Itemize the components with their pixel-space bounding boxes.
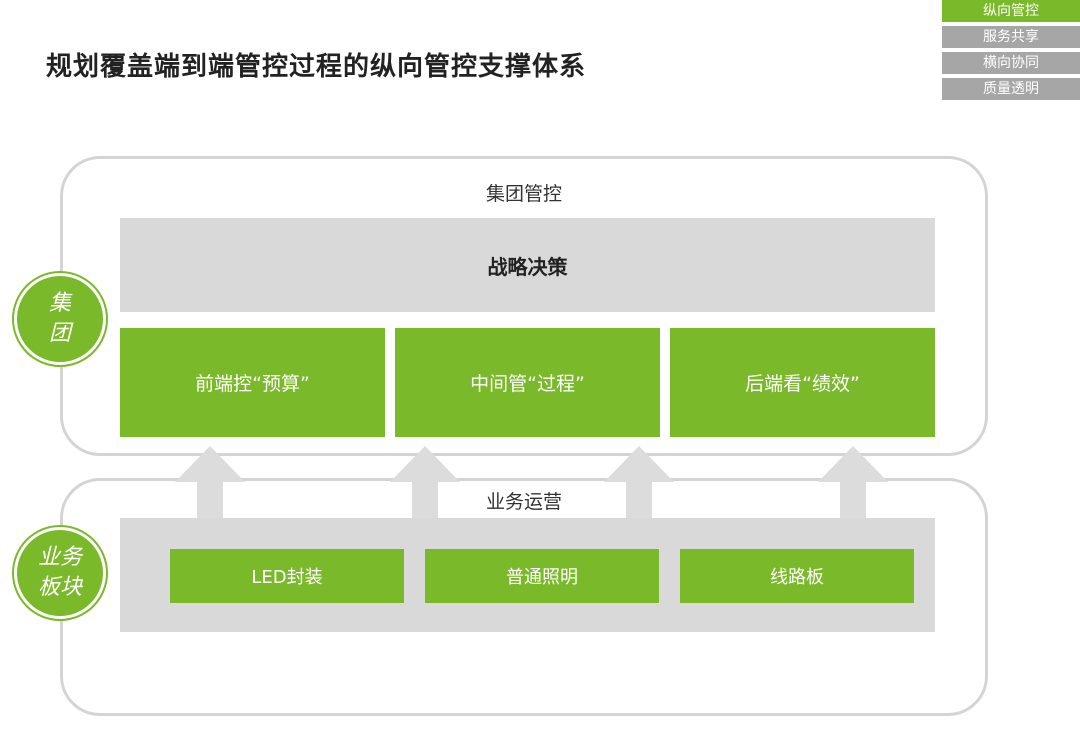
strategy-decision-band: 战略决策: [120, 218, 935, 312]
front-end-budget-box: 前端控“预算”: [120, 328, 385, 437]
business-side-label-line1: 业务: [37, 545, 82, 570]
circuit-board-label: 线路板: [770, 567, 824, 588]
business-ops-label: 业务运营: [485, 491, 562, 513]
middle-process-label: 中间管“过程”: [470, 373, 585, 395]
up-arrow-4: [818, 446, 888, 518]
nav-tab-quality-transparency[interactable]: 质量透明: [942, 78, 1080, 100]
page-title: 规划覆盖端到端管控过程的纵向管控支撑体系: [46, 52, 587, 82]
nav-tab-horizontal-collab[interactable]: 横向协同: [942, 52, 1080, 74]
led-packaging-label: LED封装: [251, 567, 323, 588]
circuit-board-box: 线路板: [680, 549, 914, 603]
group-side-badge: 集 团: [14, 273, 106, 365]
group-control-label: 集团管控: [485, 183, 562, 205]
business-side-badge: 业务 板块: [14, 527, 106, 619]
led-packaging-box: LED封装: [170, 549, 404, 603]
strategy-decision-label: 战略决策: [487, 254, 568, 279]
general-lighting-box: 普通照明: [425, 549, 659, 603]
up-arrow-2: [390, 446, 460, 518]
business-side-label-line2: 板块: [37, 575, 82, 600]
front-end-budget-label: 前端控“预算”: [195, 373, 310, 395]
up-arrow-1: [175, 446, 245, 518]
back-end-performance-label: 后端看“绩效”: [745, 373, 860, 395]
up-arrow-3: [604, 446, 674, 518]
group-side-label-line1: 集: [48, 291, 71, 316]
back-end-performance-box: 后端看“绩效”: [670, 328, 935, 437]
middle-process-box: 中间管“过程”: [395, 328, 660, 437]
general-lighting-label: 普通照明: [506, 567, 578, 588]
group-side-label-line2: 团: [48, 321, 71, 346]
nav-tab-shared-service[interactable]: 服务共享: [942, 26, 1080, 48]
nav-tab-vertical-control[interactable]: 纵向管控: [942, 0, 1080, 22]
section-nav: 纵向管控 服务共享 横向协同 质量透明: [942, 0, 1080, 104]
